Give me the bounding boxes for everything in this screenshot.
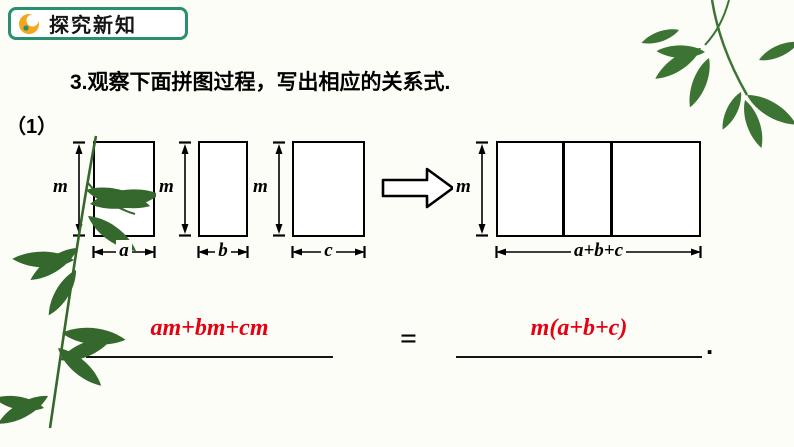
transform-arrow	[381, 167, 455, 209]
answer-blank-left	[86, 356, 333, 358]
height-dim-arrow-3	[273, 141, 285, 237]
height-dim-arrow-1	[73, 141, 85, 237]
height-label-2: m	[156, 176, 177, 198]
height-label-3: m	[250, 176, 271, 198]
width-dim-arrow-b	[197, 246, 249, 258]
answer-right: m(a+b+c)	[530, 315, 628, 341]
diagram-rect-a	[93, 141, 155, 237]
combined-divider-2	[610, 143, 613, 235]
height-label-combined: m	[453, 176, 474, 198]
equals-sign: =	[400, 322, 418, 355]
answer-blank-right	[456, 356, 702, 358]
width-label-b: b	[197, 240, 249, 262]
combined-divider-1	[562, 143, 565, 235]
item-number: （1）	[6, 116, 58, 138]
width-label-c: c	[291, 240, 366, 262]
swirl-icon	[19, 13, 39, 34]
height-dim-arrow-2	[179, 141, 191, 237]
answer-left: am+bm+cm	[150, 315, 269, 341]
instruction-text: 3.观察下面拼图过程，写出相应的关系式.	[70, 71, 451, 94]
sentence-period: .	[706, 330, 714, 360]
width-label-combined: a+b+c	[495, 240, 702, 262]
combined-rect	[496, 141, 701, 237]
diagram-rect-b	[198, 141, 248, 237]
width-label-a: a	[92, 240, 156, 262]
header-title: 探究新知	[49, 15, 137, 37]
header-banner: 探究新知	[8, 7, 188, 40]
height-label-1: m	[50, 176, 71, 198]
diagram-rect-c	[292, 141, 365, 237]
height-dim-arrow-combined	[476, 141, 488, 237]
